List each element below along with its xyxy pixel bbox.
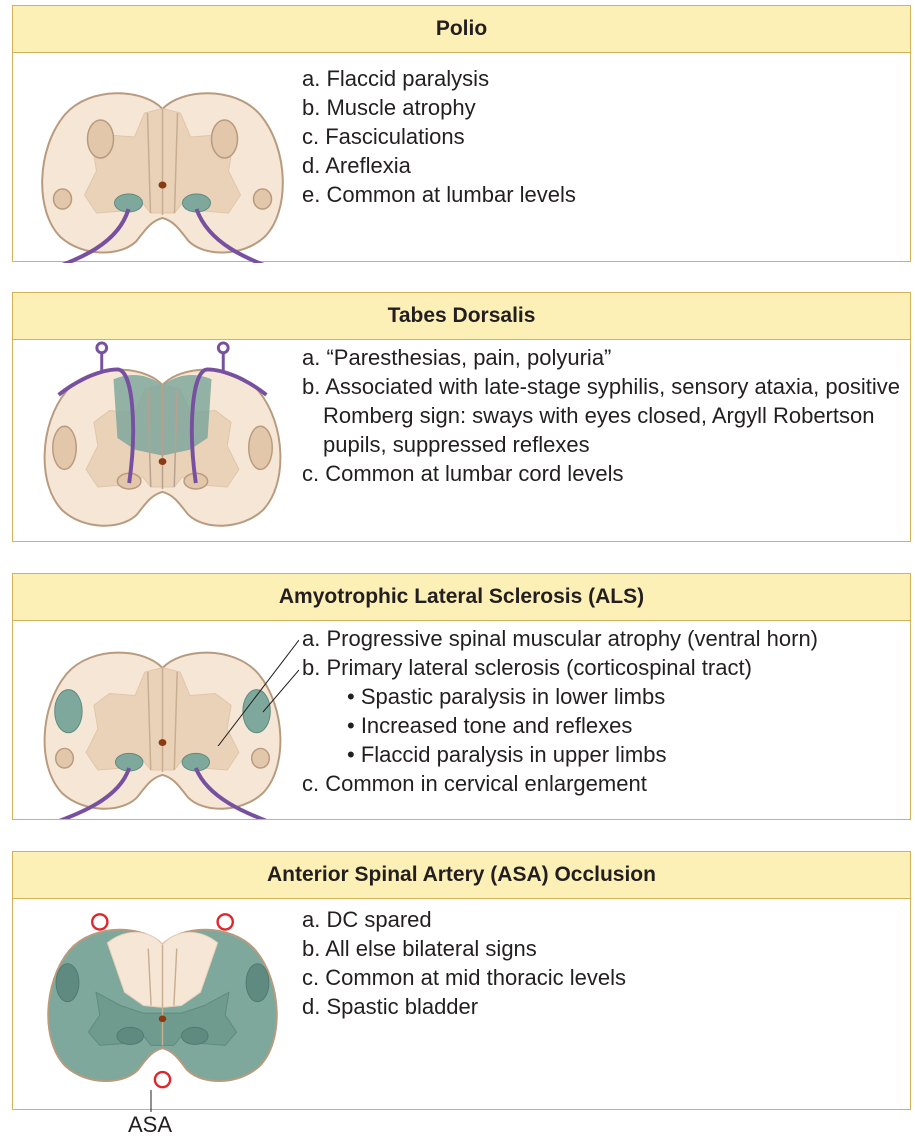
tabes-items: a. “Paresthesias, pain, polyuria” b. Ass… (302, 343, 902, 488)
list-item: b. All else bilateral signs (302, 934, 626, 963)
lateral-column-left (54, 189, 72, 209)
list-item: a. Flaccid paralysis (302, 64, 576, 93)
list-item: e. Common at lumbar levels (302, 180, 576, 209)
central-canal (159, 458, 167, 465)
ventral-horn-left (117, 1027, 144, 1044)
als-items: a. Progressive spinal muscular atrophy (… (302, 624, 818, 798)
list-item: a. “Paresthesias, pain, polyuria” (302, 343, 902, 372)
list-item: • Spastic paralysis in lower limbs (302, 682, 818, 711)
tabes-header: Tabes Dorsalis (13, 293, 910, 340)
list-item: • Increased tone and reflexes (302, 711, 818, 740)
lateral-column-left (53, 426, 77, 469)
lateral-column-right (254, 189, 272, 209)
corticospinal-lesion-left (55, 690, 82, 733)
asa-items: a. DC spared b. All else bilateral signs… (302, 905, 626, 1021)
posterior-spinal-artery-right (218, 914, 233, 929)
list-item: d. Areflexia (302, 151, 576, 180)
list-item: b. Muscle atrophy (302, 93, 576, 122)
als-leader-lines (199, 626, 299, 746)
list-item: b. Associated with late-stage syphilis, … (302, 372, 902, 459)
central-canal (159, 182, 167, 189)
lateral-column-right (249, 426, 273, 469)
lateral-column-left (56, 964, 79, 1002)
list-item: c. Common in cervical enlargement (302, 769, 818, 798)
central-canal (159, 739, 167, 746)
list-item: a. DC spared (302, 905, 626, 934)
leader-line-ventral-horn (209, 640, 299, 746)
polio-items: a. Flaccid paralysis b. Muscle atrophy c… (302, 64, 576, 209)
asa-artery-label: ASA (128, 1112, 172, 1138)
tabes-panel: Tabes Dorsalis a. “Paresthesias, pain, p… (12, 292, 911, 542)
dorsal-column-right (212, 120, 238, 158)
polio-cord-diagram (25, 63, 300, 263)
anterior-spinal-artery (155, 1072, 170, 1087)
lateral-column-right (252, 748, 270, 768)
lateral-column-right (246, 964, 269, 1002)
tabes-title: Tabes Dorsalis (388, 304, 536, 328)
posterior-spinal-artery-left (92, 914, 107, 929)
als-title: Amyotrophic Lateral Sclerosis (ALS) (279, 585, 644, 609)
list-item: b. Primary lateral sclerosis (corticospi… (302, 653, 818, 682)
als-header: Amyotrophic Lateral Sclerosis (ALS) (13, 574, 910, 621)
polio-title: Polio (436, 17, 487, 41)
leader-line-corticospinal (263, 670, 299, 712)
list-item: a. Progressive spinal muscular atrophy (… (302, 624, 818, 653)
asa-title: Anterior Spinal Artery (ASA) Occlusion (267, 863, 656, 887)
als-panel: Amyotrophic Lateral Sclerosis (ALS) a. P… (12, 573, 911, 820)
asa-panel: Anterior Spinal Artery (ASA) Occlusion A… (12, 851, 911, 1110)
list-item: • Flaccid paralysis in upper limbs (302, 740, 818, 769)
asa-header: Anterior Spinal Artery (ASA) Occlusion (13, 852, 910, 899)
central-canal (159, 1015, 167, 1022)
list-item: c. Fasciculations (302, 122, 576, 151)
list-item: d. Spastic bladder (302, 992, 626, 1021)
tabes-cord-diagram (25, 340, 300, 536)
dorsal-root-ganglion-left (97, 343, 107, 353)
dorsal-column-left (88, 120, 114, 158)
asa-cord-diagram (25, 901, 300, 1091)
dorsal-root-ganglion-right (218, 343, 228, 353)
list-item: c. Common at lumbar cord levels (302, 459, 902, 488)
lateral-column-left (56, 748, 74, 768)
list-item: c. Common at mid thoracic levels (302, 963, 626, 992)
ventral-horn-right (182, 1027, 209, 1044)
asa-label-line (149, 1090, 153, 1112)
polio-panel: Polio a. Flaccid paralysis b. Muscle atr… (12, 5, 911, 262)
polio-header: Polio (13, 6, 910, 53)
